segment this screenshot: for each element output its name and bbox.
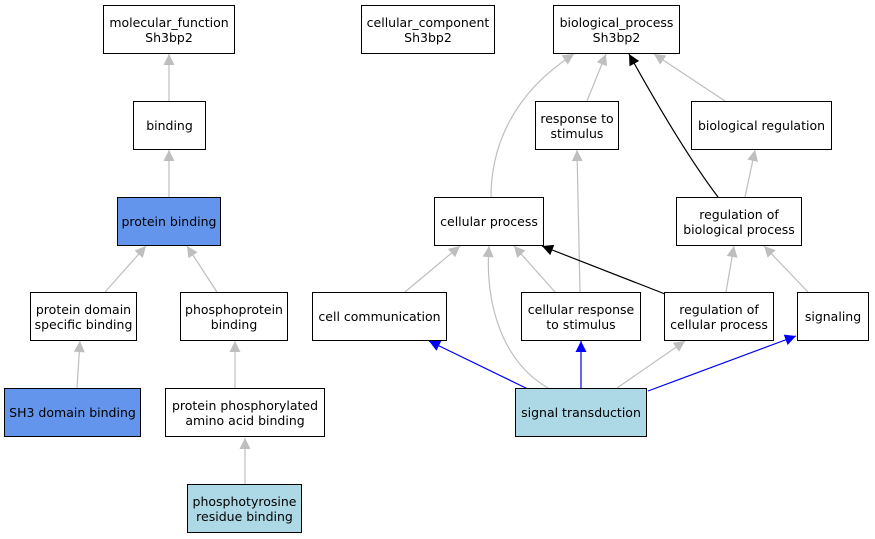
node-protein-phosphorylated-amino-acid-binding-line1: protein phosphorylated <box>171 397 319 413</box>
node-response-to-stimulus[interactable]: response to stimulus <box>535 101 619 150</box>
node-cellular-process[interactable]: cellular process <box>434 197 544 246</box>
edge-signal-transduction-to-signaling <box>647 334 797 392</box>
node-cellular-process-line1: cellular process <box>440 214 538 229</box>
edge-signaling-to-regulation-of-biological-process <box>763 245 809 293</box>
node-signal-transduction-line1: signal transduction <box>521 405 641 420</box>
node-binding-line1: binding <box>146 118 193 133</box>
node-protein-domain-specific-binding-line1: protein domain <box>35 301 132 317</box>
edge-sh3-domain-binding-to-protein-domain-specific-binding <box>73 340 85 389</box>
node-molecular-function-line2: Sh3bp2 <box>145 29 193 45</box>
node-regulation-of-biological-process-line2: biological process <box>683 221 795 237</box>
edge-cellular-process-to-biological-process <box>490 53 575 198</box>
node-biological-process[interactable]: biological_process Sh3bp2 <box>553 5 680 54</box>
node-protein-binding[interactable]: protein binding <box>117 197 221 246</box>
node-regulation-of-cellular-process[interactable]: regulation of cellular process <box>664 292 774 341</box>
node-cellular-component[interactable]: cellular_component Sh3bp2 <box>361 5 495 54</box>
node-phosphoprotein-binding[interactable]: phosphoprotein binding <box>180 292 288 341</box>
node-protein-phosphorylated-amino-acid-binding[interactable]: protein phosphorylated amino acid bindin… <box>165 388 325 437</box>
node-phosphoprotein-binding-line2: binding <box>210 316 258 332</box>
node-phosphotyrosine-residue-binding-line2: residue binding <box>196 508 293 524</box>
edge-cellular-response-to-response-to-stimulus <box>571 149 583 293</box>
edge-signal-transduction-to-regulation-of-cellular-process <box>616 340 686 389</box>
node-protein-binding-line1: protein binding <box>121 214 217 229</box>
edge-cellular-response-to-cellular-process <box>513 245 556 293</box>
node-cellular-response-to-stimulus[interactable]: cellular response to stimulus <box>521 292 641 341</box>
edge-regulation-of-biological-process-to-biological-regulation <box>744 149 759 198</box>
node-cell-communication[interactable]: cell communication <box>312 292 447 341</box>
node-cell-communication-line1: cell communication <box>318 309 441 324</box>
edge-signal-transduction-to-cellular-process <box>482 245 549 389</box>
node-cellular-component-line1: cellular_component <box>366 14 490 30</box>
node-cellular-response-to-stimulus-line2: to stimulus <box>546 316 616 332</box>
node-phosphoprotein-binding-line1: phosphoprotein <box>185 301 283 317</box>
node-phosphotyrosine-residue-binding-line1: phosphotyrosine <box>192 493 297 509</box>
edge-cell-communication-to-cellular-process <box>404 245 461 293</box>
node-biological-regulation-line1: biological regulation <box>697 118 826 133</box>
node-regulation-of-biological-process-line1: regulation of <box>699 206 779 222</box>
edge-response-to-stimulus-to-biological-process <box>586 53 607 102</box>
node-molecular-function[interactable]: molecular_function Sh3bp2 <box>103 5 235 54</box>
node-binding[interactable]: binding <box>133 101 206 150</box>
node-biological-regulation[interactable]: biological regulation <box>691 101 832 150</box>
node-response-to-stimulus-line1: response to <box>540 110 614 126</box>
node-cellular-response-to-stimulus-line1: cellular response <box>527 301 635 317</box>
edge-phosphoprotein-binding-to-protein-binding <box>186 245 218 293</box>
node-protein-domain-specific-binding[interactable]: protein domain specific binding <box>30 292 137 341</box>
edge-signal-transduction-to-cell-communication <box>428 340 533 392</box>
node-cellular-component-line2: Sh3bp2 <box>404 29 452 45</box>
node-signal-transduction[interactable]: signal transduction <box>515 388 647 437</box>
node-protein-phosphorylated-amino-acid-binding-line2: amino acid binding <box>185 412 305 428</box>
node-regulation-of-cellular-process-line2: cellular process <box>670 316 768 332</box>
node-biological-process-line2: Sh3bp2 <box>592 29 641 45</box>
edge-biological-regulation-to-biological-process <box>653 53 726 102</box>
edge-regulation-of-biological-process-to-biological-process <box>628 53 719 198</box>
node-protein-domain-specific-binding-line2: specific binding <box>34 316 133 332</box>
node-regulation-of-biological-process[interactable]: regulation of biological process <box>676 197 802 246</box>
node-molecular-function-line1: molecular_function <box>109 14 229 30</box>
node-sh3-domain-binding[interactable]: SH3 domain binding <box>4 388 141 437</box>
edge-regulation-of-cellular-process-to-regulation-of-biological-process <box>725 245 738 293</box>
node-response-to-stimulus-line2: stimulus <box>550 125 604 141</box>
node-sh3-domain-binding-line1: SH3 domain binding <box>9 405 136 420</box>
node-regulation-of-cellular-process-line1: regulation of <box>679 301 759 317</box>
node-signaling[interactable]: signaling <box>797 292 869 341</box>
node-signaling-line1: signaling <box>804 309 862 324</box>
node-biological-process-line1: biological_process <box>559 14 674 30</box>
node-phosphotyrosine-residue-binding[interactable]: phosphotyrosine residue binding <box>187 484 302 533</box>
edge-protein-domain-specific-binding-to-protein-binding <box>104 245 147 293</box>
edge-regulation-of-cellular-process-to-cellular-process <box>541 244 666 295</box>
